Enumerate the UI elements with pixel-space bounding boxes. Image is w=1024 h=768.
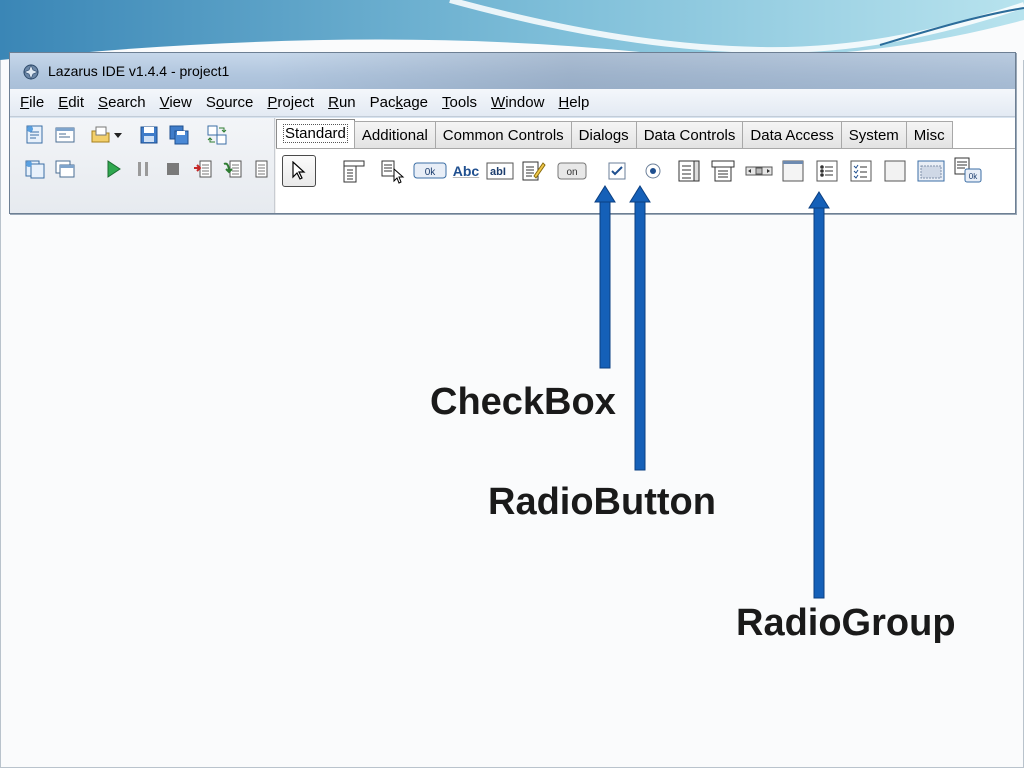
tab-dialogs[interactable]: Dialogs (570, 121, 637, 148)
tab-misc[interactable]: Misc (905, 121, 953, 148)
menu-help[interactable]: Help (558, 93, 590, 111)
new-unit-icon[interactable] (22, 122, 48, 148)
tlabel-caption: Abc (452, 163, 480, 179)
tab-label: Misc (913, 127, 945, 144)
palette-tabs: Standard Additional Common Controls Dialogs… (276, 119, 953, 149)
step-into-icon[interactable] (190, 156, 216, 182)
tmainmenu-icon[interactable] (339, 156, 369, 186)
open-icon[interactable] (88, 122, 114, 148)
tedit-caption: abI (490, 166, 506, 178)
lazarus-ide-window: Lazarus IDE v1.4.4 - project1 File Edit Se… (9, 52, 1016, 214)
menu-project[interactable]: Project (267, 93, 315, 111)
tab-label: Data Access (750, 127, 834, 144)
stop-icon[interactable] (160, 156, 186, 182)
save-all-icon[interactable] (166, 122, 192, 148)
speed-buttons-toolbar (10, 118, 275, 213)
tactionlist-icon[interactable]: 0k (952, 155, 986, 185)
tbutton-caption: 0k (425, 167, 437, 178)
radiogroup-arrow (808, 191, 830, 599)
checkbox-arrow (594, 185, 616, 369)
tradiobutton-icon[interactable] (638, 156, 668, 186)
tab-data-controls[interactable]: Data Controls (635, 121, 744, 148)
open-dropdown-icon[interactable] (111, 122, 125, 148)
radiobutton-callout: RadioButton (488, 481, 716, 523)
tab-label: Additional (361, 127, 428, 144)
tedit-icon[interactable]: abI (484, 156, 518, 186)
tactionlist-caption: 0k (969, 172, 978, 181)
tframe-icon[interactable] (916, 156, 946, 186)
menubar: File Edit Search View Source Project Run Packag… (10, 89, 1015, 117)
ttogglebox-caption: on (566, 167, 577, 178)
view-forms-icon[interactable] (52, 156, 78, 182)
slide-header-decoration (0, 0, 1024, 60)
menu-edit[interactable]: Edit (58, 93, 85, 111)
tcheckgroup-icon[interactable] (846, 156, 876, 186)
toolbar-area: Standard Additional Common Controls Dialogs… (10, 118, 1015, 213)
ttogglebox-icon[interactable]: on (555, 156, 589, 186)
menu-tools[interactable]: Tools (442, 93, 478, 111)
menu-file[interactable]: File (20, 93, 45, 111)
menu-run[interactable]: Run (328, 93, 356, 111)
tmemo-icon[interactable] (518, 156, 548, 186)
tab-standard[interactable]: Standard (276, 119, 355, 148)
tradiogroup-icon[interactable] (812, 156, 842, 186)
lazarus-app-icon (22, 63, 40, 81)
tbutton-icon[interactable]: 0k (412, 156, 448, 186)
tab-label: System (848, 127, 899, 144)
tab-label: Data Controls (643, 127, 736, 144)
menu-source[interactable]: Source (205, 93, 254, 111)
run-icon[interactable] (100, 156, 126, 182)
window-title: Lazarus IDE v1.4.4 - project1 (48, 63, 230, 79)
tpopupmenu-icon[interactable] (377, 156, 407, 186)
tgroupbox-icon[interactable] (778, 156, 808, 186)
tab-label: Standard (283, 124, 348, 143)
toggle-form-unit-icon[interactable] (204, 122, 230, 148)
tab-system[interactable]: System (840, 121, 907, 148)
tab-additional[interactable]: Additional (353, 121, 436, 148)
new-form-icon[interactable] (52, 122, 78, 148)
tcombobox-icon[interactable] (708, 156, 738, 186)
tab-common-controls[interactable]: Common Controls (434, 121, 572, 148)
view-units-icon[interactable] (22, 156, 48, 182)
menu-search[interactable]: Search (98, 93, 146, 111)
tab-data-access[interactable]: Data Access (742, 121, 842, 148)
window-titlebar[interactable]: Lazarus IDE v1.4.4 - project1 (10, 53, 1015, 89)
tcheckbox-icon[interactable] (602, 156, 632, 186)
checkbox-callout: CheckBox (430, 381, 616, 423)
menu-package[interactable]: Package (369, 93, 429, 111)
radiogroup-callout: RadioGroup (736, 602, 956, 644)
tpanel-icon[interactable] (880, 156, 910, 186)
tlabel-icon[interactable]: Abc (449, 156, 483, 186)
step-out-icon[interactable] (248, 156, 274, 182)
radiobutton-arrow (629, 185, 651, 471)
pause-icon[interactable] (130, 156, 156, 182)
menu-view[interactable]: View (159, 93, 192, 111)
tscrollbar-icon[interactable] (744, 156, 774, 186)
step-over-icon[interactable] (220, 156, 246, 182)
tab-label: Dialogs (578, 127, 629, 144)
tlistbox-icon[interactable] (674, 156, 704, 186)
tab-label: Common Controls (442, 127, 564, 144)
menu-window[interactable]: Window (491, 93, 545, 111)
save-icon[interactable] (136, 122, 162, 148)
selection-tool-button[interactable] (282, 155, 316, 187)
